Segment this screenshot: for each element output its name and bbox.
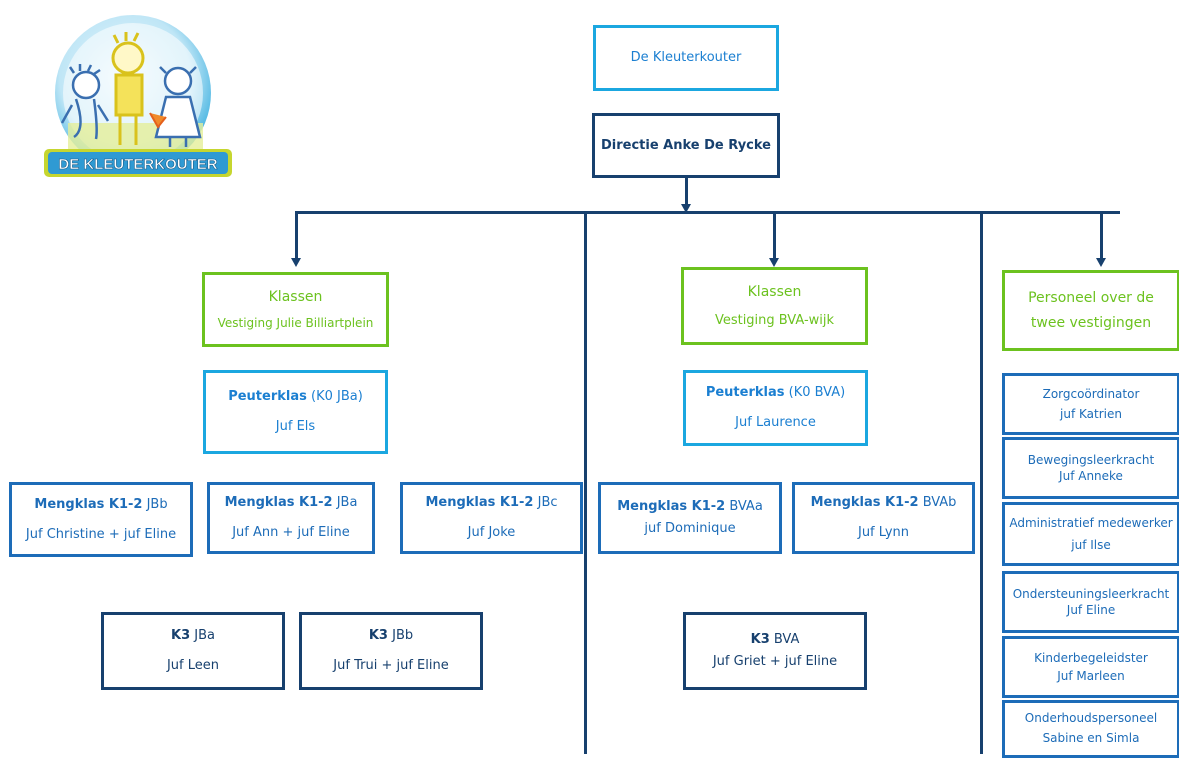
arrow-left [291,258,301,267]
middle-k3-teacher: Juf Griet + juf Eline [712,654,838,669]
middle-peuter-teacher: Juf Laurence [735,415,816,430]
director-label: Directie Anke De Rycke [600,137,771,153]
middle-k3-name: K3 [750,632,770,648]
connector-right-down [1100,211,1103,259]
left-meng2-name: Mengklas K1-2 [224,495,333,511]
school-title: De Kleuterkouter [630,50,742,66]
staff-role: Zorgcoördinator [1042,386,1140,401]
middle-meng1-name: Mengklas K1-2 [617,499,726,515]
left-peuter-code: (K0 JBa) [306,389,363,405]
staff-name: Juf Anneke [1059,469,1123,483]
middle-meng2-teacher: Juf Lynn [857,525,909,540]
staff-item-kinderbegeleidster: Kinderbegeleidster Juf Marleen [1002,636,1179,698]
connector-middle-down [773,211,776,259]
left-k3a-box: K3 JBa Juf Leen [101,612,285,690]
staff-name: juf Katrien [1060,407,1122,421]
separator-line-2 [980,211,983,754]
left-meng1-code: JBb [142,496,168,512]
middle-meng2-code: BVAb [918,495,957,511]
arrow-right [1096,258,1106,267]
staff-name: Sabine en Simla [1042,731,1140,746]
middle-meng1-code: BVAa [725,499,763,515]
staff-role: Kinderbegeleidster [1034,650,1148,665]
middle-k3-box: K3 BVA Juf Griet + juf Eline [683,612,867,690]
left-peuter-name: Peuterklas [228,389,307,405]
left-k3b-teacher: Juf Trui + juf Eline [333,658,449,673]
left-peuter-teacher: Juf Els [275,419,316,434]
middle-meng2-name: Mengklas K1-2 [810,495,919,511]
staff-item-ondersteuningsleerkracht: Ondersteuningsleerkracht Juf Eline [1002,571,1179,633]
middle-header-box: Klassen Vestiging BVA-wijk [681,267,868,345]
director-box: Directie Anke De Rycke [592,113,780,178]
left-meng2-teacher: Juf Ann + juf Eline [232,525,350,540]
staff-name: juf Ilse [1071,538,1111,552]
left-k3b-name: K3 [368,628,388,644]
staff-name: Juf Eline [1066,603,1116,617]
right-header-box: Personeel over de twee vestigingen [1002,270,1179,351]
child-left-icon [60,64,110,140]
left-meng3-box: Mengklas K1-2 JBc Juf Joke [400,482,583,554]
middle-peuter-name: Peuterklas [705,385,785,401]
left-k3b-code: JBb [387,628,414,644]
middle-peuter-code: (K0 BVA) [784,385,846,401]
left-k3a-code: JBa [190,628,215,644]
kleuterkouter-logo: DE KLEUTERKOUTER [44,15,232,177]
left-meng2-code: JBa [332,495,358,511]
right-header-line2: twee vestigingen [1030,314,1152,331]
logo-text: DE KLEUTERKOUTER [58,156,217,173]
middle-header-title: Klassen [747,283,802,300]
staff-item-bewegingsleerkracht: Bewegingsleerkracht Juf Anneke [1002,437,1179,499]
left-header-box: Klassen Vestiging Julie Billiartplein [202,272,389,347]
left-meng3-teacher: Juf Joke [467,525,516,540]
connector-left-down [295,211,298,259]
left-meng1-box: Mengklas K1-2 JBb Juf Christine + juf El… [9,482,193,557]
middle-k3-code: BVA [769,632,800,648]
right-header-line1: Personeel over de [1028,289,1154,306]
staff-item-onderhoudspersoneel: Onderhoudspersoneel Sabine en Simla [1002,700,1179,758]
separator-line-1 [584,211,587,754]
school-title-box: De Kleuterkouter [593,25,779,91]
connector-director-down [685,178,688,208]
arrow-director [681,204,691,213]
child-middle-icon [111,32,145,145]
staff-role: Onderhoudspersoneel [1024,711,1158,725]
middle-meng1-teacher: juf Dominique [644,521,736,536]
staff-role: Bewegingsleerkracht [1027,452,1155,467]
staff-role: Ondersteuningsleerkracht [1012,586,1170,601]
middle-meng2-box: Mengklas K1-2 BVAb Juf Lynn [792,482,975,554]
staff-item-administratief: Administratief medewerker juf Ilse [1002,502,1179,566]
staff-role: Administratief medewerker [1009,515,1173,530]
child-right-icon [154,66,202,147]
left-k3b-box: K3 JBb Juf Trui + juf Eline [299,612,483,690]
left-meng2-box: Mengklas K1-2 JBa Juf Ann + juf Eline [207,482,375,554]
left-meng1-teacher: Juf Christine + juf Eline [25,526,177,542]
connector-horizontal [295,211,1120,214]
left-header-title: Klassen [268,288,323,305]
staff-item-zorgcoordinator: Zorgcoördinator juf Katrien [1002,373,1179,435]
staff-name: Juf Marleen [1057,669,1125,683]
middle-peuter-box: Peuterklas (K0 BVA) Juf Laurence [683,370,868,446]
arrow-middle [769,258,779,267]
left-peuter-box: Peuterklas (K0 JBa) Juf Els [203,370,388,454]
middle-meng1-box: Mengklas K1-2 BVAa juf Dominique [598,482,782,554]
left-k3a-teacher: Juf Leen [166,658,220,673]
left-k3a-name: K3 [171,628,191,644]
left-meng1-name: Mengklas K1-2 [34,496,143,512]
left-meng3-name: Mengklas K1-2 [425,495,534,511]
middle-header-subtitle: Vestiging BVA-wijk [714,312,835,328]
left-meng3-code: JBc [533,495,558,511]
left-header-subtitle: Vestiging Julie Billiartplein [217,315,374,330]
